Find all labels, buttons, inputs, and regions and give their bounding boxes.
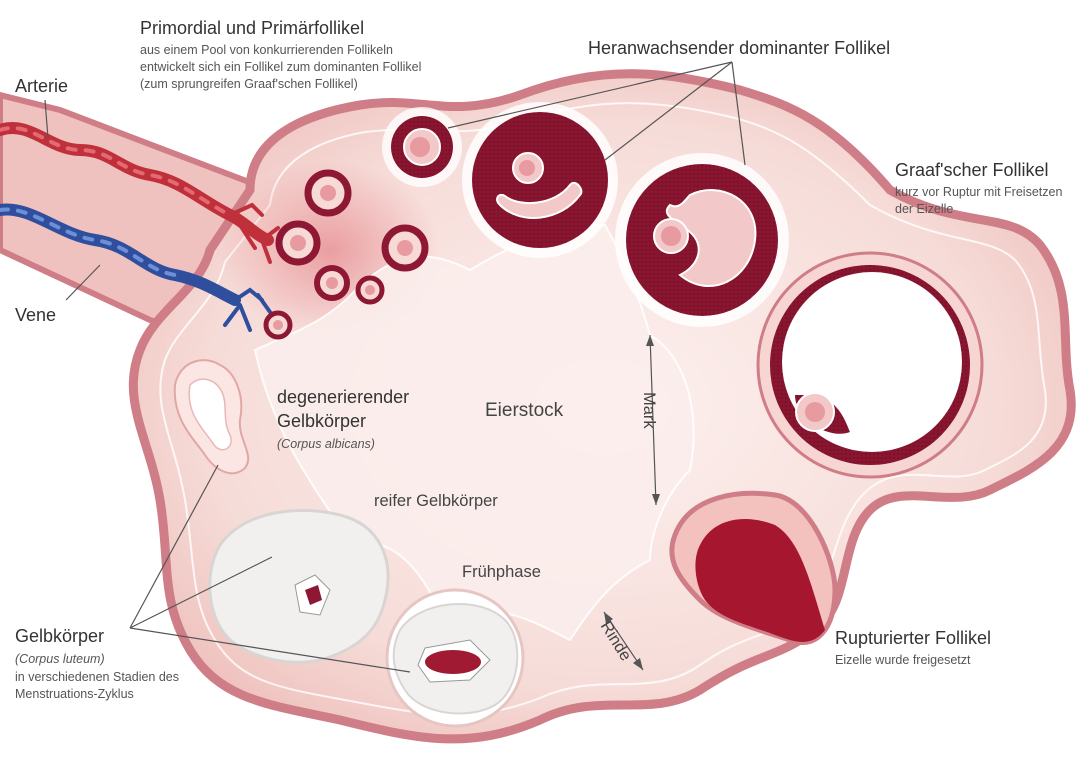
fruehphase-label: Frühphase — [462, 563, 541, 581]
ruptured-desc: Eizelle wurde freigesetzt — [835, 653, 971, 667]
graaf-desc-1: kurz vor Ruptur mit Freisetzen — [895, 185, 1063, 199]
label-arterie: Arterie — [15, 76, 69, 96]
mark-label: Mark — [640, 392, 658, 429]
eierstock-label: Eierstock — [485, 400, 564, 421]
ruptured-follicle — [669, 490, 838, 645]
gelbkoerper-desc-1: in verschiedenen Stadien des — [15, 670, 180, 684]
dominant-title: Heranwachsender dominanter Follikel — [588, 38, 891, 58]
graaf-desc-2: der Eizelle — [895, 202, 954, 216]
reifer-label: reifer Gelbkörper — [374, 492, 498, 510]
degenerating-latin: (Corpus albicans) — [277, 437, 375, 451]
gelbkoerper-title: Gelbkörper — [15, 626, 105, 646]
graaf-title: Graaf'scher Follikel — [895, 160, 1049, 180]
degenerating-1: degenerierender — [277, 387, 410, 407]
label-vene: Vene — [15, 305, 57, 325]
mature-corpus-luteum — [208, 509, 390, 664]
primary-follicle — [382, 107, 462, 187]
degenerating-2: Gelbkörper — [277, 411, 367, 431]
primordial-desc-2: entwickelt sich ein Follikel zum dominan… — [140, 60, 422, 74]
pointer-lines — [44, 61, 746, 673]
gelbkoerper-latin: (Corpus luteum) — [15, 652, 105, 666]
growing-follicle-1 — [462, 102, 618, 258]
cortex-line — [159, 102, 1047, 716]
growing-follicle-2 — [615, 153, 789, 327]
corpus-albicans — [173, 359, 250, 475]
graafian-follicle — [756, 251, 984, 479]
primordial-follicles — [263, 169, 429, 340]
gelbkoerper-desc-2: Menstruations-Zyklus — [15, 687, 134, 701]
primordial-desc-3: (zum sprungreifen Graaf'schen Follikel) — [140, 77, 358, 91]
early-corpus-luteum — [385, 588, 525, 728]
primordial-title: Primordial und Primärfollikel — [140, 18, 365, 38]
primordial-desc-1: aus einem Pool von konkurrierenden Folli… — [140, 43, 393, 57]
ruptured-title: Rupturierter Follikel — [835, 628, 992, 648]
